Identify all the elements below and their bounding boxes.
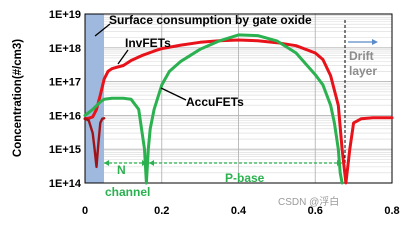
n-bracket-right-head bbox=[142, 160, 147, 166]
n-bracket-left-head bbox=[104, 160, 109, 166]
invfet-arrow bbox=[117, 49, 129, 65]
surface-annotation: Surface consumption by gate oxide bbox=[109, 13, 312, 27]
y-tick-label: 1E+18 bbox=[49, 43, 81, 55]
y-tick-label: 1E+19 bbox=[49, 9, 81, 21]
drift-arrowhead bbox=[372, 39, 378, 45]
chart-series bbox=[83, 33, 394, 185]
invfet-label: InvFETs bbox=[125, 36, 171, 50]
x-tick-label: 0.6 bbox=[308, 205, 323, 217]
drift-label-line1: Drift bbox=[349, 49, 374, 63]
x-tick-label: 0.8 bbox=[384, 205, 399, 217]
chart-axes bbox=[84, 13, 393, 184]
y-tick-label: 1E+15 bbox=[49, 144, 81, 156]
n-region-label: N bbox=[117, 163, 126, 177]
y-tick-label: 1E+17 bbox=[49, 77, 81, 89]
x-tick-label: 0 bbox=[82, 205, 88, 217]
series-line-invfets bbox=[83, 38, 394, 185]
y-tick-labels: 1E+14 1E+15 1E+16 1E+17 1E+18 1E+19 bbox=[49, 9, 82, 190]
y-tick-label: 1E+16 bbox=[49, 110, 81, 122]
surface-arrow bbox=[94, 23, 111, 37]
plot-frame bbox=[84, 13, 393, 184]
channel-label: channel bbox=[105, 185, 150, 199]
accufet-label: AccuFETs bbox=[186, 95, 244, 109]
x-tick-label: 0.2 bbox=[154, 205, 169, 217]
x-tick-labels: 0 0.2 0.4 0.6 0.8 bbox=[82, 205, 400, 217]
concentration-chart: 1E+14 1E+15 1E+16 1E+17 1E+18 1E+19 0 0.2 0.4 0.… bbox=[12, 9, 400, 217]
series-line-surface-dip bbox=[83, 117, 106, 169]
y-tick-label: 1E+14 bbox=[49, 178, 82, 190]
pbase-label: P-base bbox=[225, 171, 265, 185]
x-tick-label: 0.4 bbox=[231, 205, 247, 217]
y-axis-label: Concentration(#/cm3) bbox=[12, 39, 24, 157]
drift-label-line2: layer bbox=[349, 64, 377, 78]
watermark: CSDN @浮白 bbox=[278, 195, 339, 208]
series-line-accufets bbox=[83, 33, 344, 185]
accufet-arrow bbox=[160, 87, 187, 101]
pbase-bracket-left-head bbox=[149, 160, 154, 166]
pbase-bracket-right-head bbox=[337, 160, 342, 166]
